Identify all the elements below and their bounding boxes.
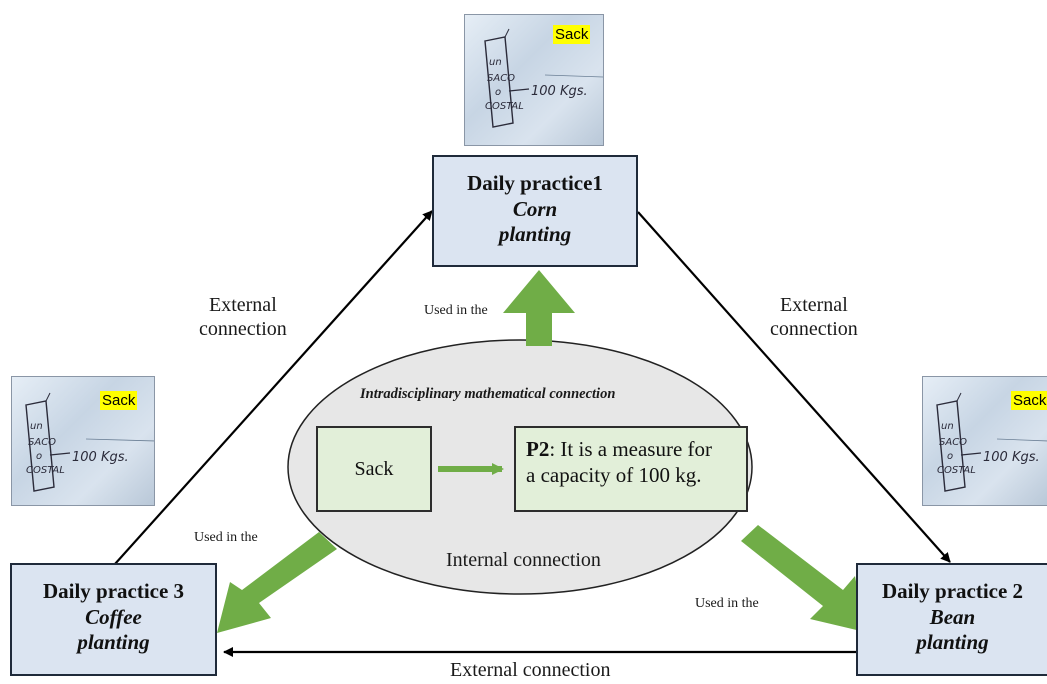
- external-left-line-1: External: [209, 294, 277, 316]
- external-right-line-1: External: [780, 294, 848, 316]
- practice-box-bean: Daily practice 2 Bean planting: [856, 563, 1047, 676]
- external-connection-label-left: External connection: [199, 293, 287, 341]
- practice-box-coffee: Daily practice 3 Coffee planting: [10, 563, 217, 676]
- handwriting-sketch: un SACO o COSTAL 100 Kgs.: [484, 28, 603, 128]
- used-in-label-top: Used in the: [424, 303, 488, 318]
- handwriting-line-3: o: [495, 87, 501, 98]
- handwriting-line-1: un: [941, 421, 954, 432]
- p2-text-line-2: a capacity of 100 kg.: [526, 463, 702, 488]
- internal-connection-label: Internal connection: [446, 549, 601, 571]
- handwriting-line-2: SACO: [487, 73, 515, 84]
- used-in-label-right: Used in the: [695, 596, 759, 611]
- sack-photo-top: un SACO o COSTAL 100 Kgs. Sack: [464, 14, 604, 146]
- sack-box: Sack: [316, 426, 432, 512]
- handwriting-line-4: COSTAL: [937, 465, 976, 476]
- handwriting-line-3: o: [947, 451, 953, 462]
- handwriting-measure: 100 Kgs.: [72, 450, 129, 465]
- handwriting-line-1: un: [30, 421, 43, 432]
- green-arrow-right: [741, 525, 865, 632]
- handwriting-line-2: SACO: [939, 437, 967, 448]
- sack-photo-right: un SACO o COSTAL 100 Kgs. Sack: [922, 376, 1047, 506]
- intradisciplinary-title: Intradisciplinary mathematical connectio…: [360, 386, 616, 402]
- practice-corn-subtitle-2: planting: [498, 222, 572, 247]
- p2-bold-label: P2: [526, 437, 550, 461]
- practice-coffee-subtitle-1: Coffee: [85, 604, 142, 629]
- practice-bean-title: Daily practice 2: [881, 579, 1024, 603]
- handwriting-line-1: un: [489, 57, 502, 68]
- practice-box-corn: Daily practice1 Corn planting: [432, 155, 638, 267]
- practice-corn-subtitle-1: Corn: [512, 196, 558, 221]
- used-in-label-left: Used in the: [194, 530, 258, 545]
- handwriting-line-3: o: [36, 451, 42, 462]
- handwriting-line-2: SACO: [28, 437, 56, 448]
- p2-box: P2: It is a measure for a capacity of 10…: [514, 426, 748, 512]
- sack-box-label: Sack: [354, 457, 394, 480]
- practice-bean-subtitle-1: Bean: [929, 604, 976, 629]
- green-arrow-left: [217, 532, 337, 633]
- handwriting-measure: 100 Kgs.: [983, 450, 1040, 465]
- handwriting-line-4: COSTAL: [26, 465, 65, 476]
- practice-corn-title: Daily practice1: [467, 171, 603, 195]
- sack-photo-left: un SACO o COSTAL 100 Kgs. Sack: [11, 376, 155, 506]
- practice-coffee-title: Daily practice 3: [42, 579, 185, 603]
- sack-highlight-label: Sack: [100, 391, 138, 410]
- handwriting-sketch: un SACO o COSTAL 100 Kgs.: [936, 392, 1047, 492]
- handwriting-line-4: COSTAL: [485, 101, 524, 112]
- green-arrow-up: [503, 270, 575, 346]
- practice-bean-subtitle-2: planting: [916, 630, 989, 655]
- sack-highlight-label: Sack: [1011, 391, 1047, 410]
- external-connection-label-right: External connection: [770, 293, 858, 341]
- external-connection-line-left: [114, 210, 433, 565]
- external-right-line-2: connection: [770, 318, 858, 340]
- handwriting-measure: 100 Kgs.: [531, 84, 588, 99]
- external-connection-label-bottom: External connection: [450, 659, 611, 681]
- handwriting-sketch: un SACO o COSTAL 100 Kgs.: [25, 392, 154, 492]
- external-connection-line-right: [637, 211, 951, 563]
- practice-coffee-subtitle-2: planting: [77, 630, 150, 655]
- external-left-line-2: connection: [199, 318, 287, 340]
- sack-highlight-label: Sack: [553, 25, 591, 44]
- p2-text-line-1: : It is a measure for: [549, 437, 713, 461]
